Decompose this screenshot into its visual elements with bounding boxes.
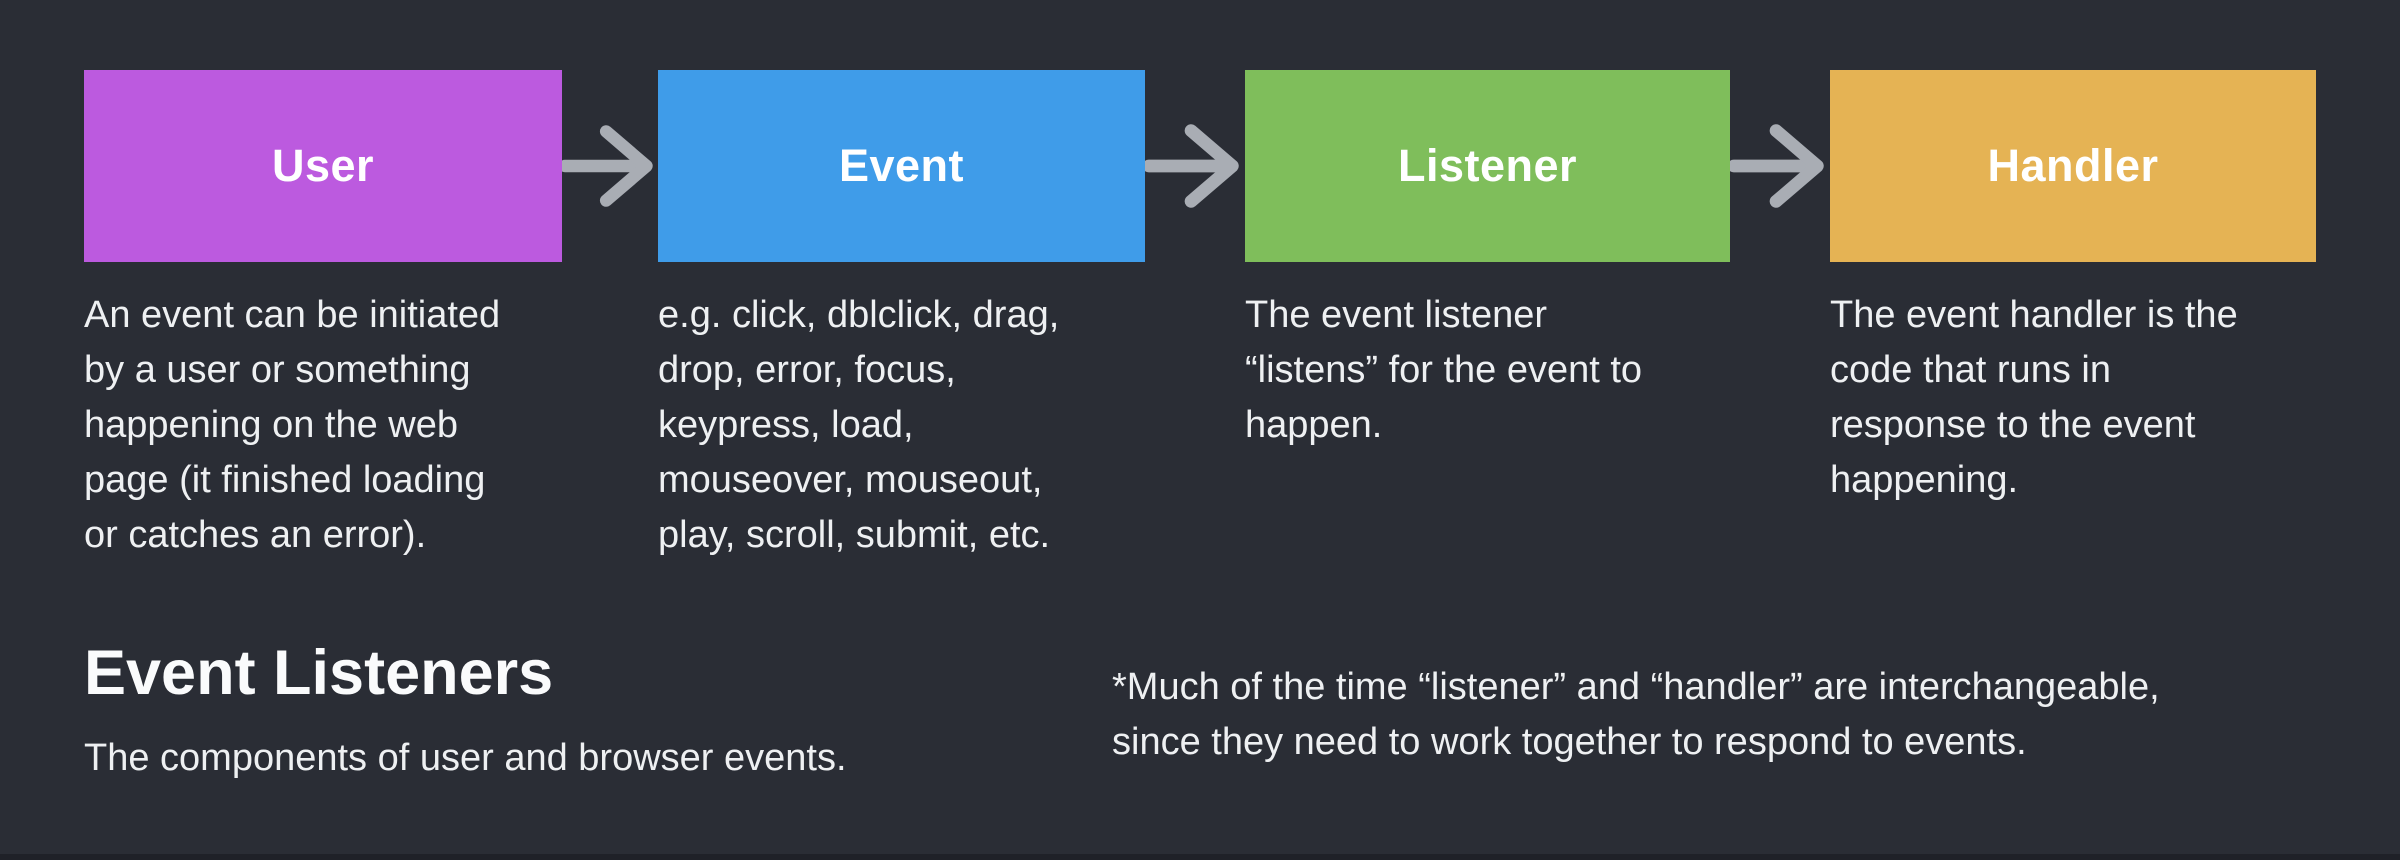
flow-box-event-label: Event <box>838 140 965 191</box>
description-user: An event can be initiated by a user or s… <box>84 294 501 556</box>
bottom-edge-divider <box>0 854 2400 860</box>
page-subtitle: The components of user and browser event… <box>84 737 847 779</box>
description-listener: The event listener “listens” for the eve… <box>1245 294 1643 446</box>
footnote: *Much of the time “listener” and “handle… <box>1112 666 2160 763</box>
description-handler: The event handler is the code that runs … <box>1830 294 2238 501</box>
flow-box-event: Event <box>658 70 1145 262</box>
description-event: e.g. click, dblclick, drag, drop, error,… <box>658 294 1060 556</box>
flow-box-user: User <box>84 70 562 262</box>
flow-box-listener-label: Listener <box>1397 140 1578 191</box>
flow-box-handler: Handler <box>1830 70 2316 262</box>
arrow-right-icon <box>562 107 658 225</box>
arrow-right-icon <box>1145 107 1245 225</box>
arrow-right-icon <box>1730 107 1830 225</box>
flow-box-listener: Listener <box>1245 70 1730 262</box>
page-title: Event Listeners <box>84 638 554 708</box>
flow-box-handler-label: Handler <box>1987 140 2159 191</box>
flow-box-user-label: User <box>271 140 375 191</box>
